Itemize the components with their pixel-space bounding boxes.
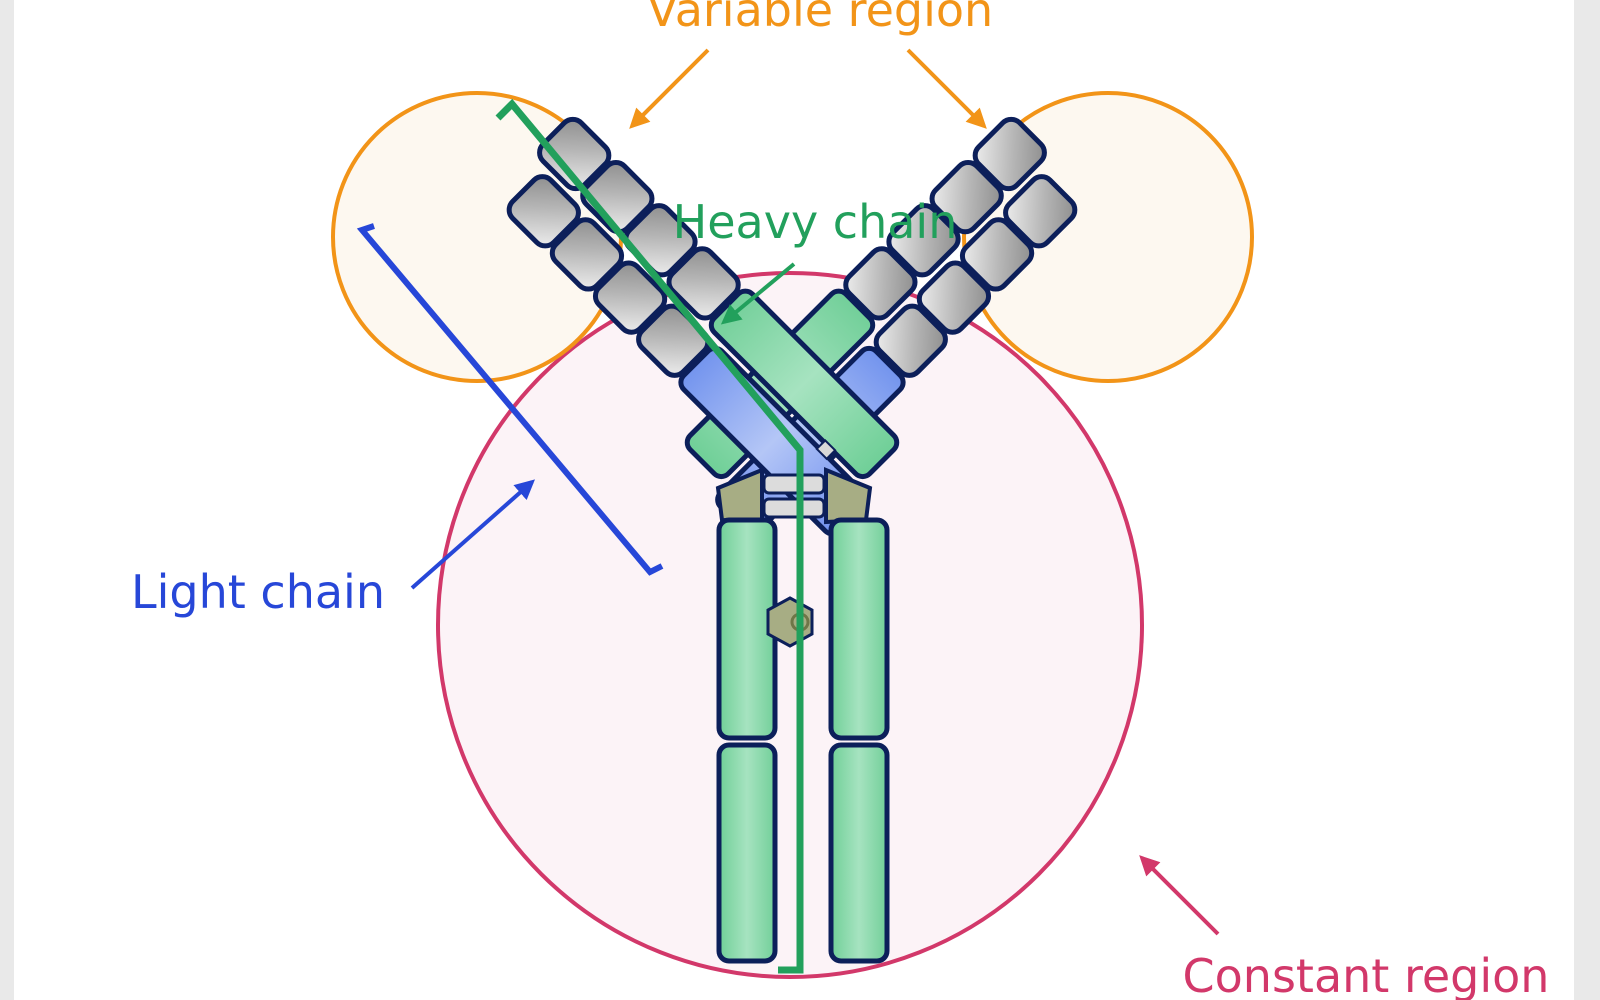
gray-domain [873,303,948,378]
gray-domain [959,217,1035,292]
gray-domain [506,174,581,249]
light-chain-label: Light chain [131,565,385,619]
light-chain-bracket [356,223,664,576]
disulfide-link [815,438,837,461]
carbohydrate-group [766,596,814,648]
heavy-chain-arrow [720,262,796,325]
heavy-fc-domain-right-upper [828,517,890,741]
variable-region-arrow-left [629,48,710,129]
gray-domain [549,217,625,292]
hinge-bond [762,497,826,519]
fc-stem [716,517,890,964]
variable-region-label: Variable region [647,0,993,37]
hinge-bond [762,473,826,495]
light-chain-arrow [410,479,535,590]
heavy-chain-label: Heavy chain [673,195,958,249]
gray-domain [666,246,741,321]
gray-domain [916,260,992,335]
heavy-fc-domain-left-lower [716,742,778,964]
gray-domain [886,203,961,278]
constant-region-label: Constant region [1183,949,1550,1000]
gray-domain [592,260,668,335]
heavy-chain-bracket [495,98,804,974]
gray-domain [1003,174,1078,249]
hinge-right [824,467,873,525]
gray-domain [972,116,1047,192]
variable-region-arrow-right [906,48,987,129]
constant-region-arrow [1139,855,1220,936]
gray-domain [537,116,612,192]
hinge-region [715,467,873,525]
gray-domain [843,246,918,321]
gray-domain [929,160,1004,235]
heavy-fc-domain-right-lower [828,742,890,964]
